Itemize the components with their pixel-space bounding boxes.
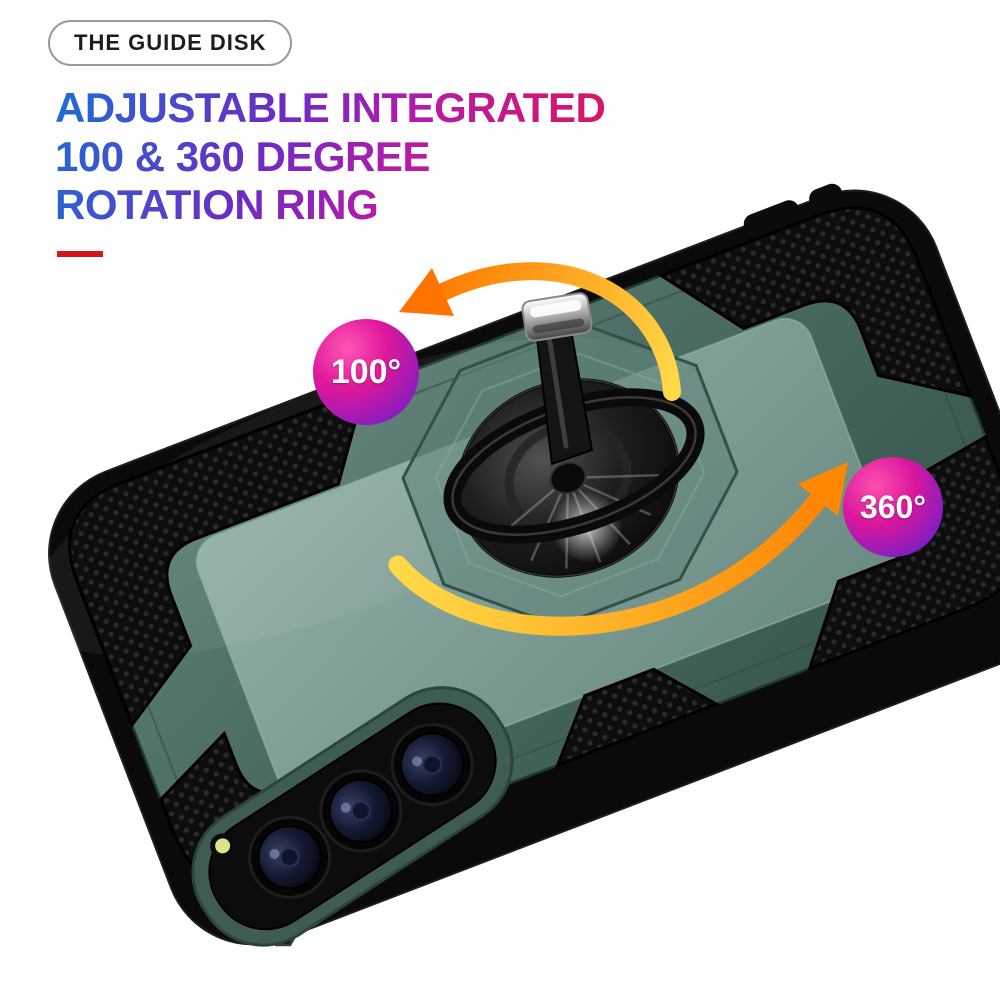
rotation-arrow-bottom [388, 462, 848, 636]
headline-line-1: ADJUSTABLE INTEGRATED [55, 84, 606, 131]
angle-badge-360: 360° [843, 457, 943, 557]
rotation-arrow-top [399, 262, 681, 401]
edge-armor-bottom-middle [555, 667, 720, 768]
guide-disk-pill-label: THE GUIDE DISK [74, 30, 267, 55]
angle-badge-100-label: 100° [330, 352, 402, 391]
rotation-arrow-bottom-head [798, 462, 848, 516]
corner-armor-top-left [68, 386, 367, 729]
angle-badge-100: 100° [313, 319, 419, 425]
camera-flash [210, 833, 236, 859]
headline-line-2: 100 & 360 DEGREE [55, 132, 430, 180]
headline-line-3: ROTATION RING [55, 181, 379, 229]
camera-lens-2 [319, 769, 403, 853]
rotation-arrow-top-head [399, 268, 454, 316]
corner-armor-top-right [657, 206, 973, 398]
camera-lens-3 [390, 723, 474, 807]
kickstand-hinge-cap [521, 292, 593, 342]
camera-module [191, 686, 514, 947]
accent-dash [57, 251, 103, 257]
angle-badge-360-label: 360° [859, 488, 927, 525]
headline: ADJUSTABLE INTEGRATED 100 & 360 DEGREE R… [55, 84, 605, 230]
guide-disk-pill: THE GUIDE DISK [48, 20, 293, 66]
camera-lens-1 [248, 815, 332, 899]
